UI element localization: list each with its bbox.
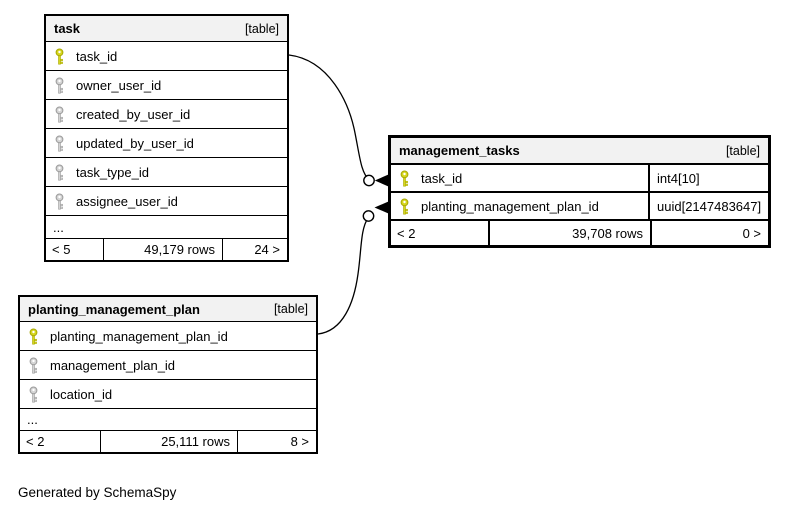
connector-pmp-to-management-tasks — [317, 217, 369, 335]
table-node-planting-management-plan[interactable]: planting_management_plan [table] plantin… — [18, 295, 318, 454]
footer-row-count: 39,708 rows — [488, 221, 650, 245]
column-row-planting_management_plan_id: planting_management_plan_id — [20, 322, 316, 351]
column-name: planting_management_plan_id — [421, 198, 599, 214]
generated-by-caption: Generated by SchemaSpy — [18, 485, 177, 500]
column-row-task_id: task_id int4[10] — [391, 165, 768, 193]
column-row-location_id: location_id — [20, 380, 316, 409]
table-header: task [table] — [46, 16, 287, 42]
footer-parent-count: < 2 — [397, 225, 416, 241]
foreign-key-icon — [54, 77, 65, 94]
more-columns-ellipsis: ... — [46, 216, 287, 239]
table-name: task — [54, 21, 81, 36]
more-columns-ellipsis: ... — [20, 409, 316, 431]
column-row-assignee_user_id: assignee_user_id — [46, 187, 287, 216]
table-footer: < 2 39,708 rows 0 > — [391, 221, 768, 245]
connector-task-to-management-tasks — [288, 54, 370, 181]
column-name: owner_user_id — [76, 77, 162, 93]
foreign-key-icon — [54, 164, 65, 181]
foreign-key-icon — [28, 357, 39, 374]
table-name: planting_management_plan — [28, 301, 200, 317]
foreign-key-icon — [28, 386, 39, 403]
column-name: planting_management_plan_id — [50, 328, 228, 344]
many-arrowhead-task — [374, 174, 389, 187]
footer-row-count: 49,179 rows — [103, 239, 222, 260]
table-kind-badge: [table] — [725, 143, 760, 158]
footer-row-count: 25,111 rows — [100, 431, 237, 452]
foreign-key-icon — [54, 106, 65, 123]
column-row-updated_by_user_id: updated_by_user_id — [46, 129, 287, 158]
column-name: created_by_user_id — [76, 106, 191, 122]
column-row-task_type_id: task_type_id — [46, 158, 287, 187]
table-header: planting_management_plan [table] — [20, 297, 316, 322]
footer-child-count: 0 > — [650, 221, 768, 245]
many-arrowhead-pmp — [374, 201, 389, 214]
table-kind-badge: [table] — [273, 302, 308, 316]
column-name: assignee_user_id — [76, 193, 178, 209]
column-name: location_id — [50, 386, 113, 402]
column-row-task_id: task_id — [46, 42, 287, 71]
footer-child-count: 8 > — [237, 431, 316, 452]
column-type: uuid[2147483647] — [648, 193, 768, 219]
primary-key-icon — [54, 48, 65, 65]
footer-parent-count: < 2 — [26, 434, 45, 449]
primary-key-icon — [28, 328, 39, 345]
table-kind-badge: [table] — [244, 21, 279, 36]
column-name: updated_by_user_id — [76, 135, 194, 151]
table-header: management_tasks [table] — [391, 138, 768, 165]
column-name: task_type_id — [76, 164, 149, 180]
column-row-owner_user_id: owner_user_id — [46, 71, 287, 100]
table-footer: < 5 49,179 rows 24 > — [46, 239, 287, 260]
column-row-created_by_user_id: created_by_user_id — [46, 100, 287, 129]
column-row-management_plan_id: management_plan_id — [20, 351, 316, 380]
column-name: management_plan_id — [50, 357, 176, 373]
cardinality-circle-task — [363, 174, 375, 187]
cardinality-circle-pmp — [362, 210, 375, 222]
column-row-planting_management_plan_id: planting_management_plan_id uuid[21474836… — [391, 193, 768, 221]
footer-parent-count: < 5 — [52, 242, 71, 257]
foreign-key-icon — [54, 193, 65, 210]
column-name: task_id — [76, 48, 118, 64]
table-name: management_tasks — [399, 143, 520, 158]
table-footer: < 2 25,111 rows 8 > — [20, 431, 316, 452]
primary-key-icon — [399, 198, 410, 215]
column-type: int4[10] — [648, 165, 768, 191]
column-name: task_id — [421, 170, 463, 186]
table-node-management-tasks[interactable]: management_tasks [table] task_id int4[10]… — [388, 135, 771, 248]
foreign-key-icon — [54, 135, 65, 152]
primary-key-icon — [399, 170, 410, 187]
footer-child-count: 24 > — [222, 239, 287, 260]
